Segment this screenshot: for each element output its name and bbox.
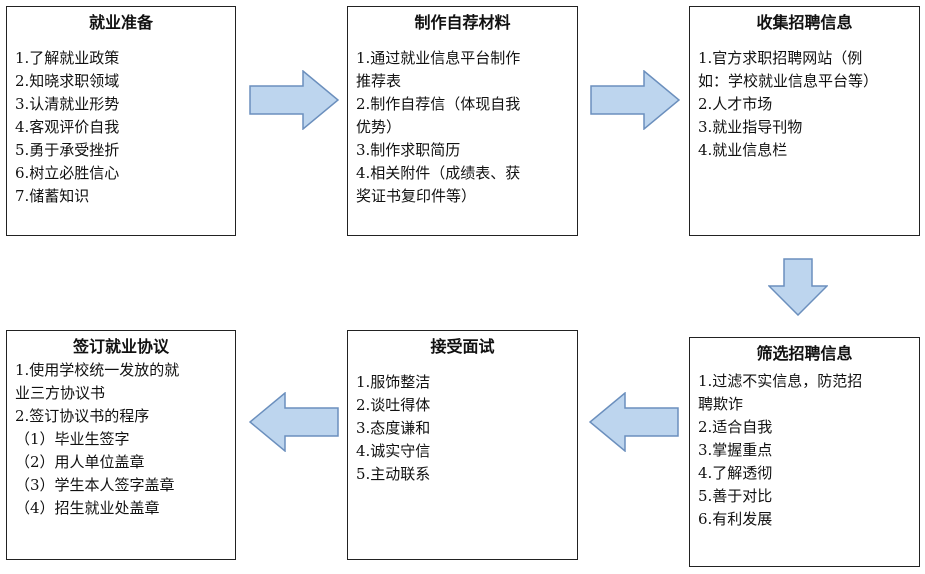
step-item: 1.使用学校统一发放的就 — [15, 361, 180, 379]
step-item: 奖证书复印件等） — [356, 187, 477, 205]
arrow-down-icon — [768, 258, 828, 316]
step-item: （2）用人单位盖章 — [15, 453, 145, 471]
step-title: 制作自荐材料 — [414, 13, 511, 32]
step-item: （3）学生本人签字盖章 — [15, 476, 175, 494]
step-items: 1.官方求职招聘网站（例 如：学校就业信息平台等） 2.人才市场 3.就业指导刊… — [698, 47, 911, 162]
step-item: 5.善于对比 — [698, 487, 773, 505]
step-item: 1.服饰整洁 — [356, 373, 431, 391]
step-items: 1.服饰整洁 2.谈吐得体 3.态度谦和 4.诚实守信 5.主动联系 — [356, 371, 569, 486]
step-item: 4.诚实守信 — [356, 442, 431, 460]
step-title: 收集招聘信息 — [756, 13, 853, 32]
step-item: 3.认清就业形势 — [15, 95, 120, 113]
step-box-employment-prep: 就业准备 1.了解就业政策 2.知晓求职领域 3.认清就业形势 4.客观评价自我… — [6, 6, 236, 236]
step-item: 6.有利发展 — [698, 510, 773, 528]
step-item: 5.主动联系 — [356, 465, 431, 483]
step-item: （1）毕业生签字 — [15, 430, 130, 448]
step-item: 2.签订协议书的程序 — [15, 407, 150, 425]
arrow-left-icon — [249, 392, 339, 452]
arrow-left-icon — [589, 392, 679, 452]
step-item: 2.适合自我 — [698, 418, 773, 436]
step-item: 6.树立必胜信心 — [15, 164, 120, 182]
step-item: 3.制作求职简历 — [356, 141, 461, 159]
step-item: 3.态度谦和 — [356, 419, 431, 437]
step-item: 优势） — [356, 118, 402, 136]
step-item: 1.了解就业政策 — [15, 49, 120, 67]
step-title: 筛选招聘信息 — [756, 344, 853, 363]
step-title: 签订就业协议 — [72, 337, 169, 356]
step-item: 2.谈吐得体 — [356, 396, 431, 414]
step-items: 1.通过就业信息平台制作 推荐表 2.制作自荐信（体现自我 优势） 3.制作求职… — [356, 47, 569, 208]
step-box-filter-info: 筛选招聘信息 1.过滤不实信息，防范招 聘欺诈 2.适合自我 3.掌握重点 4.… — [689, 337, 920, 567]
step-item: 4.相关附件（成绩表、获 — [356, 164, 521, 182]
step-box-sign-agreement: 签订就业协议 1.使用学校统一发放的就 业三方协议书 2.签订协议书的程序 （1… — [6, 330, 236, 560]
step-item: 4.了解透彻 — [698, 464, 773, 482]
step-items: 1.过滤不实信息，防范招 聘欺诈 2.适合自我 3.掌握重点 4.了解透彻 5.… — [698, 370, 911, 531]
step-box-collect-info: 收集招聘信息 1.官方求职招聘网站（例 如：学校就业信息平台等） 2.人才市场 … — [689, 6, 920, 236]
step-item: 5.勇于承受挫折 — [15, 141, 120, 159]
step-item: 4.就业信息栏 — [698, 141, 788, 159]
step-item: 如：学校就业信息平台等） — [698, 72, 879, 90]
step-item: 1.过滤不实信息，防范招 — [698, 372, 863, 390]
step-item: 7.储蓄知识 — [15, 187, 90, 205]
step-item: 2.人才市场 — [698, 95, 773, 113]
step-box-self-recommendation: 制作自荐材料 1.通过就业信息平台制作 推荐表 2.制作自荐信（体现自我 优势）… — [347, 6, 578, 236]
step-items: 1.了解就业政策 2.知晓求职领域 3.认清就业形势 4.客观评价自我 5.勇于… — [15, 47, 227, 208]
step-items: 1.使用学校统一发放的就 业三方协议书 2.签订协议书的程序 （1）毕业生签字 … — [15, 359, 227, 520]
step-box-interview: 接受面试 1.服饰整洁 2.谈吐得体 3.态度谦和 4.诚实守信 5.主动联系 — [347, 330, 578, 560]
arrow-right-icon — [249, 70, 339, 130]
step-item: 3.掌握重点 — [698, 441, 773, 459]
step-item: 推荐表 — [356, 72, 402, 90]
step-item: 2.知晓求职领域 — [15, 72, 120, 90]
step-title: 接受面试 — [430, 337, 495, 356]
step-item: 1.官方求职招聘网站（例 — [698, 49, 863, 67]
step-item: 1.通过就业信息平台制作 — [356, 49, 521, 67]
step-item: 2.制作自荐信（体现自我 — [356, 95, 521, 113]
arrow-right-icon — [590, 70, 680, 130]
step-item: 聘欺诈 — [698, 395, 744, 413]
step-item: 3.就业指导刊物 — [698, 118, 803, 136]
step-title: 就业准备 — [88, 13, 153, 32]
step-item: 业三方协议书 — [15, 384, 106, 402]
step-item: （4）招生就业处盖章 — [15, 499, 160, 517]
step-item: 4.客观评价自我 — [15, 118, 120, 136]
